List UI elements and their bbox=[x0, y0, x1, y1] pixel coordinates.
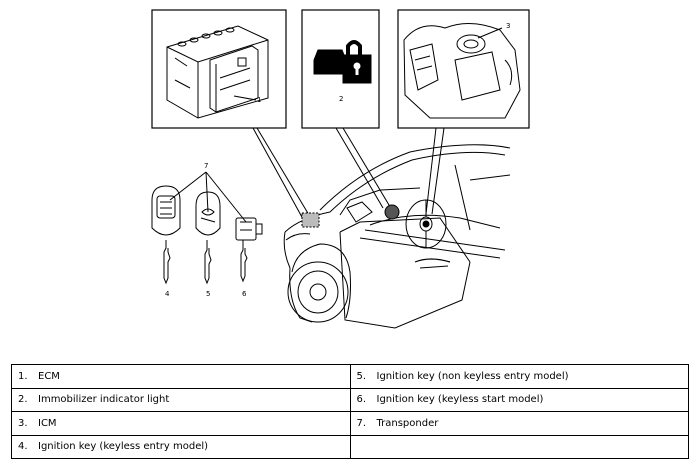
legend-row: 2.Immobilizer indicator light 6.Ignition… bbox=[11, 387, 689, 412]
indicator-light-detail: 2 bbox=[301, 9, 380, 129]
ecm-detail: 1 bbox=[151, 9, 287, 129]
legend-item-5: 5.Ignition key (non keyless entry model) bbox=[349, 364, 689, 389]
legend-item-4: 4.Ignition key (keyless entry model) bbox=[11, 434, 351, 459]
legend-item-3: 3.ICM bbox=[11, 411, 351, 436]
legend-row: 3.ICM 7.Transponder bbox=[11, 411, 689, 436]
callout-3: 3 bbox=[506, 22, 510, 30]
legend-item-7: 7.Transponder bbox=[349, 411, 689, 436]
key-keyless-start: 6 bbox=[235, 217, 263, 298]
legend-item-6: 6.Ignition key (keyless start model) bbox=[349, 387, 689, 412]
car-cutaway bbox=[283, 144, 511, 329]
key-non-keyless: 5 bbox=[195, 191, 221, 298]
legend-item-empty bbox=[349, 434, 689, 459]
indicator-leader-line bbox=[335, 127, 384, 209]
key-keyless-entry: 4 bbox=[151, 185, 181, 298]
callout-4: 4 bbox=[165, 290, 170, 298]
legend-row: 4.Ignition key (keyless entry model) bbox=[11, 434, 689, 459]
immobilizer-component-diagram: 1 2 3 bbox=[151, 9, 530, 329]
keys-group: 7 4 5 bbox=[151, 162, 263, 298]
icm-detail: 3 bbox=[397, 9, 530, 129]
callout-7: 7 bbox=[204, 162, 208, 170]
legend-row: 1.ECM 5.Ignition key (non keyless entry … bbox=[11, 364, 689, 389]
legend-item-1: 1.ECM bbox=[11, 364, 351, 389]
callout-5: 5 bbox=[206, 290, 210, 298]
legend-table: 1.ECM 5.Ignition key (non keyless entry … bbox=[11, 364, 689, 459]
callout-2: 2 bbox=[339, 95, 343, 103]
callout-6: 6 bbox=[242, 290, 247, 298]
callout-1: 1 bbox=[257, 96, 261, 104]
ecm-leader-line bbox=[256, 127, 310, 216]
legend-item-2: 2.Immobilizer indicator light bbox=[11, 387, 351, 412]
